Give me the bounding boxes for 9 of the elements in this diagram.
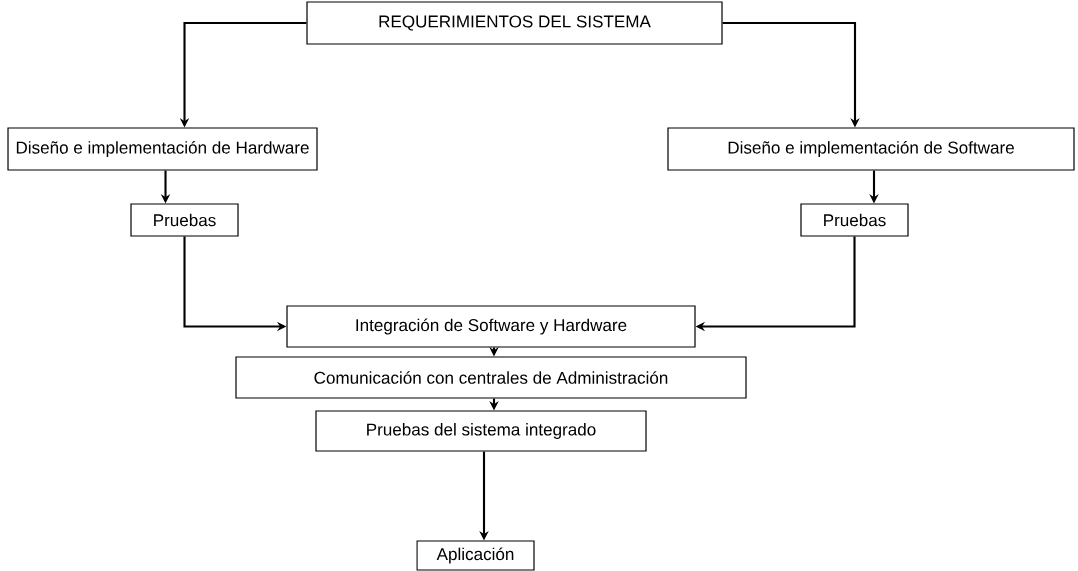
- process-box: Integración de Software y Hardware: [286, 305, 696, 348]
- process-box: REQUERIMIENTOS DEL SISTEMA: [306, 1, 723, 45]
- process-box: Pruebas: [800, 203, 909, 237]
- process-box: Diseño e implementación de Software: [667, 127, 1075, 171]
- process-box: Pruebas del sistema integrado: [315, 410, 647, 452]
- process-box: Diseño e implementación de Hardware: [7, 127, 318, 171]
- process-box: Aplicación: [416, 540, 535, 571]
- process-box: Pruebas: [130, 203, 239, 237]
- process-box: Comunicación con centrales de Administración: [235, 356, 747, 399]
